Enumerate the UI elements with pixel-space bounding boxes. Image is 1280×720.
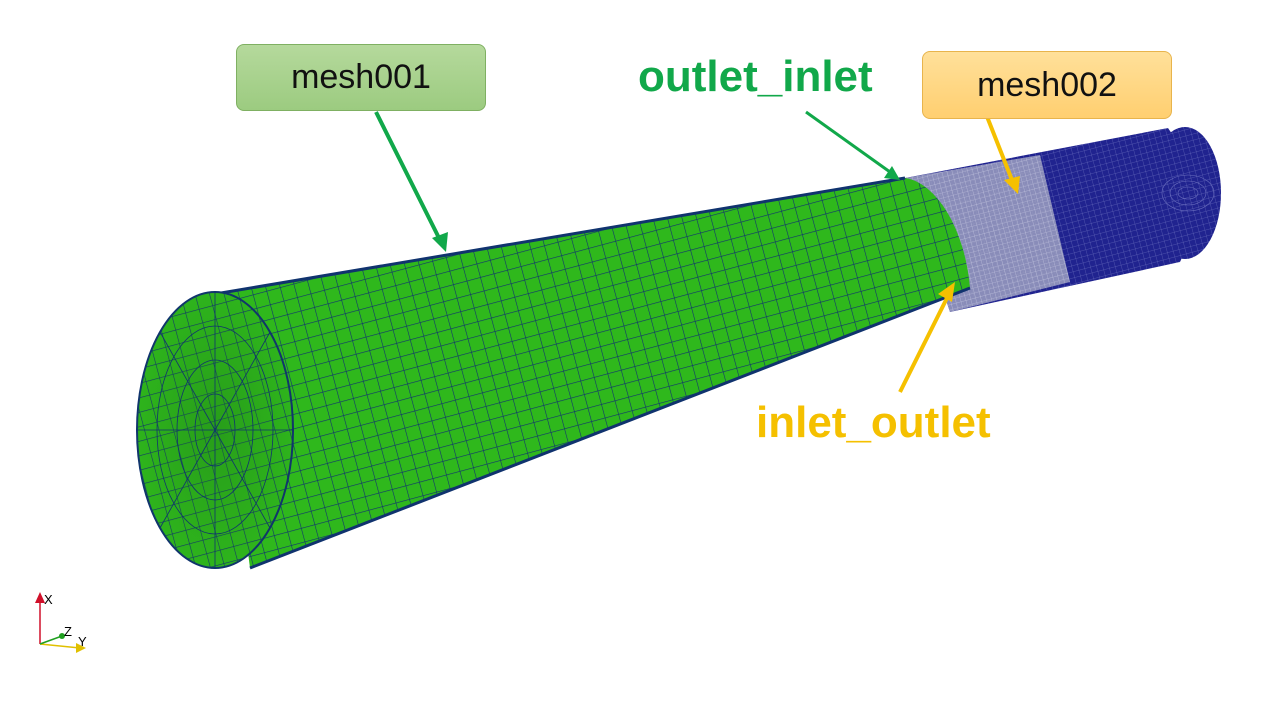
mesh001-face-radials — [137, 292, 293, 568]
inlet-outlet-arrow — [898, 282, 955, 393]
mesh002-end-cap — [1149, 127, 1221, 259]
outlet-inlet-label: outlet_inlet — [638, 52, 873, 101]
axis-x-label: X — [44, 592, 53, 607]
outlet-inlet-arrow — [805, 110, 900, 180]
axis-z-label: Z — [64, 624, 72, 639]
inlet-outlet-label: inlet_outlet — [756, 398, 991, 447]
orientation-axes: X Y Z — [35, 592, 87, 653]
mesh002-label: mesh002 — [922, 51, 1172, 119]
mesh001-cylinder — [136, 176, 971, 570]
mesh001-arrow — [374, 111, 448, 252]
mesh001-label: mesh001 — [236, 44, 486, 111]
mesh002-end-rings — [1161, 174, 1215, 212]
mesh002-arrow — [984, 113, 1020, 194]
axis-y-label: Y — [78, 634, 87, 649]
